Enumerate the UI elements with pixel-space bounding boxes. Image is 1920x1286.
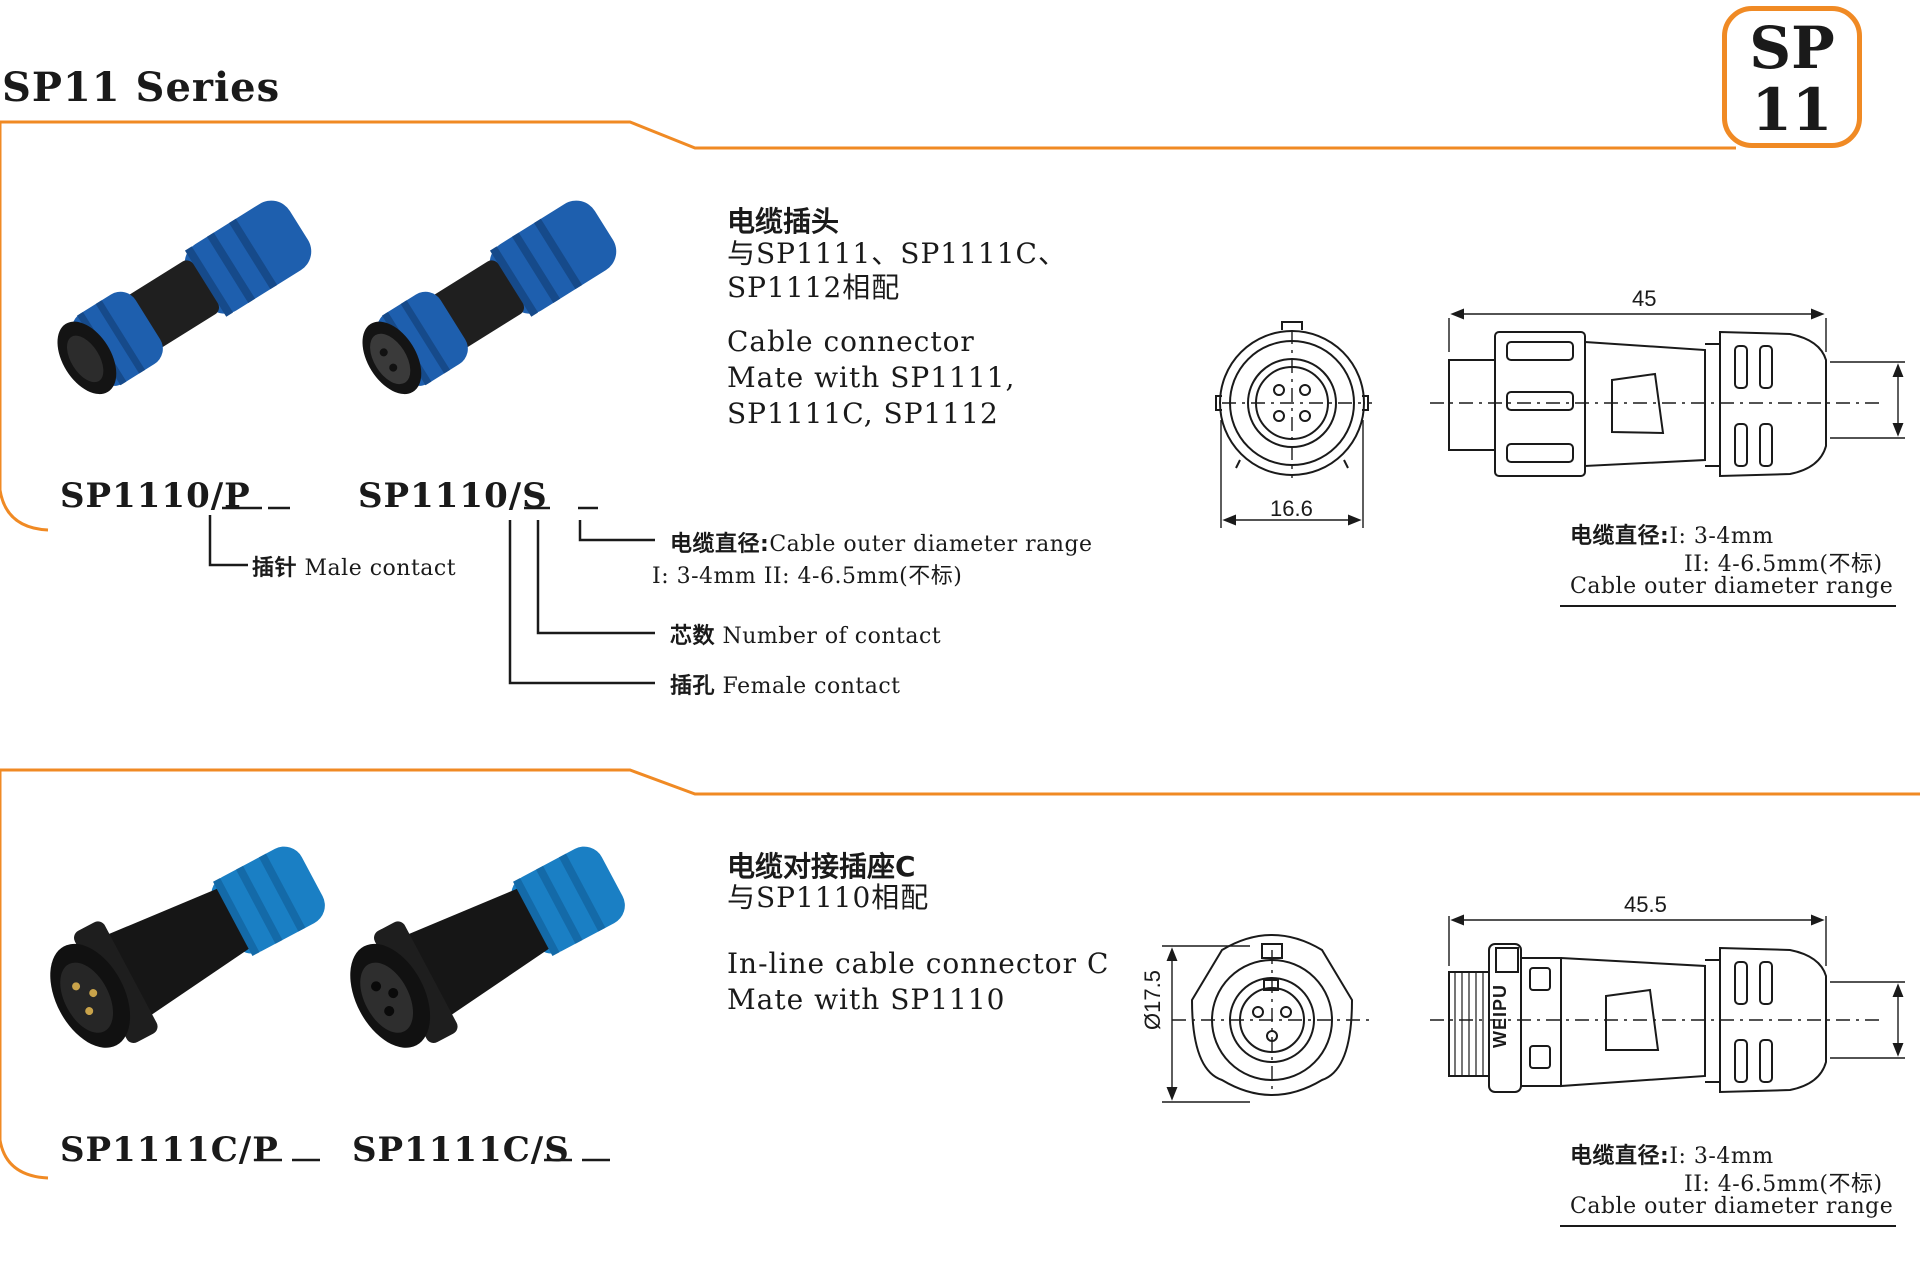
s1-label-count-en: Number of contact bbox=[722, 624, 942, 649]
s2-title-zh: 电缆对接插座C bbox=[727, 850, 916, 883]
s1-note-zh: 电缆直径: bbox=[1570, 524, 1670, 549]
s2-note: 电缆直径:I: 3-4mm bbox=[1570, 1138, 1774, 1170]
s2-dim-length: 45.5 bbox=[1624, 892, 1667, 917]
s1-model-female: SP1110/S bbox=[358, 476, 548, 516]
s1-dim-length: 45 bbox=[1632, 286, 1657, 311]
s1-mate-en-1: Mate with SP1111, bbox=[727, 361, 1016, 394]
s1-label-count-zh: 芯数 bbox=[670, 624, 716, 649]
photo-sp1111c-male bbox=[50, 846, 325, 1048]
photo-sp1111c-female bbox=[350, 846, 625, 1048]
s1-note-en: Cable outer diameter range bbox=[1570, 574, 1894, 599]
s1-title-zh: 电缆插头 bbox=[727, 205, 840, 238]
s2-note-zh: 电缆直径: bbox=[1570, 1144, 1670, 1169]
s1-label-female-en: Female contact bbox=[722, 674, 901, 699]
series-title: SP11 Series bbox=[2, 64, 281, 111]
s1-model-male: SP1110/P bbox=[60, 476, 251, 516]
s1-note-range2: II: 4-6.5mm(不标) bbox=[1684, 552, 1883, 577]
s2-body-marking: WEIPU bbox=[1490, 983, 1510, 1048]
s1-label-female: 插孔 Female contact bbox=[670, 668, 900, 700]
s2-mate-zh: 与SP1110相配 bbox=[727, 881, 930, 914]
s2-note-range1: I: 3-4mm bbox=[1669, 1144, 1774, 1169]
s2-note-en: Cable outer diameter range bbox=[1570, 1194, 1894, 1219]
s1-note-range1: I: 3-4mm bbox=[1669, 524, 1774, 549]
s1-label-cable-en: Cable outer diameter range bbox=[769, 532, 1093, 557]
s1-mate-en-2: SP1111C, SP1112 bbox=[727, 397, 999, 430]
s2-title-en: In-line cable connector C bbox=[727, 947, 1110, 980]
s1-label-cable-values: I: 3-4mm II: 4-6.5mm(不标) bbox=[652, 564, 963, 589]
badge-line2: 11 bbox=[1751, 76, 1833, 144]
s2-mate-en: Mate with SP1110 bbox=[727, 983, 1006, 1016]
s1-label-female-zh: 插孔 bbox=[670, 674, 716, 699]
s1-label-male: 插针 Male contact bbox=[252, 550, 456, 582]
photo-sp1110-male bbox=[57, 200, 312, 395]
s2-dim-face: Ø17.5 bbox=[1140, 970, 1165, 1030]
s1-dim-face: 16.6 bbox=[1270, 496, 1313, 521]
s1-label-cable-zh: 电缆直径: bbox=[670, 532, 770, 557]
s1-label-cable: 电缆直径:Cable outer diameter range bbox=[670, 526, 1093, 558]
s1-label-male-zh: 插针 bbox=[252, 556, 298, 581]
s1-label-male-en: Male contact bbox=[304, 556, 457, 581]
s1-note: 电缆直径:I: 3-4mm bbox=[1570, 518, 1774, 550]
s1-title-en: Cable connector bbox=[727, 325, 975, 358]
photo-sp1110-female bbox=[362, 200, 617, 395]
s2-model-female: SP1111C/S bbox=[352, 1130, 570, 1170]
series-badge: SP 11 bbox=[1722, 6, 1862, 148]
s1-mate-zh-1: 与SP1111、SP1111C、 bbox=[727, 237, 1067, 270]
s1-label-count: 芯数 Number of contact bbox=[670, 618, 941, 650]
badge-line1: SP bbox=[1749, 14, 1835, 82]
s1-mate-zh-2: SP1112相配 bbox=[727, 271, 901, 304]
s2-model-male: SP1111C/P bbox=[60, 1130, 279, 1170]
s2-note-range2: II: 4-6.5mm(不标) bbox=[1684, 1172, 1883, 1197]
